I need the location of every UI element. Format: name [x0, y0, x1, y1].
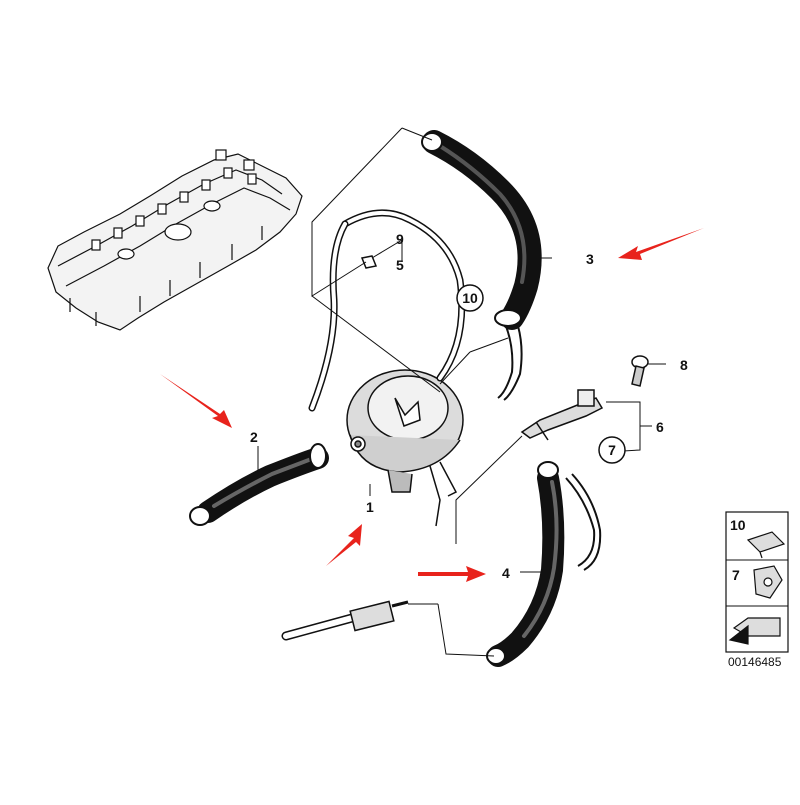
direction-arrow-icon	[728, 617, 781, 645]
callout-2: 2	[250, 429, 258, 445]
legend-box: 10 7	[725, 511, 789, 653]
arrow-to-part-2	[160, 374, 232, 428]
callout-7: 7	[608, 442, 616, 458]
highlight-arrows	[160, 228, 704, 582]
callout-8: 8	[680, 357, 688, 373]
callout-7-circle	[598, 436, 626, 464]
clip-7-icon	[753, 565, 783, 599]
arrow-to-part-4	[418, 566, 486, 582]
clip-10-icon	[746, 531, 786, 559]
callouts: 1 2 3 4 5 6 8 9 10 7	[250, 231, 688, 581]
callout-10-circle	[456, 284, 484, 312]
legend-label-10: 10	[730, 517, 746, 533]
callout-4: 4	[502, 565, 510, 581]
legend-label-7: 7	[732, 567, 740, 583]
arrow-to-part-1	[326, 524, 362, 566]
arrow-to-part-3	[618, 228, 704, 260]
callout-5: 5	[396, 257, 404, 273]
hose-3	[421, 130, 542, 401]
sensor-bracket-6	[520, 389, 604, 441]
callout-3: 3	[586, 251, 594, 267]
valve-cover	[47, 149, 303, 331]
callout-9: 9	[396, 231, 404, 247]
clip-5	[360, 255, 378, 269]
hose-4	[486, 461, 602, 667]
part-code: 00146485	[728, 655, 782, 669]
callout-6: 6	[656, 419, 664, 435]
callout-10: 10	[462, 290, 478, 306]
callout-1: 1	[366, 499, 374, 515]
leader-lines	[257, 127, 666, 657]
dipstick-tube	[281, 600, 409, 641]
oil-separator	[346, 369, 464, 527]
bolt-8	[631, 355, 649, 387]
hose-2	[189, 443, 329, 526]
hose-9	[308, 209, 466, 412]
